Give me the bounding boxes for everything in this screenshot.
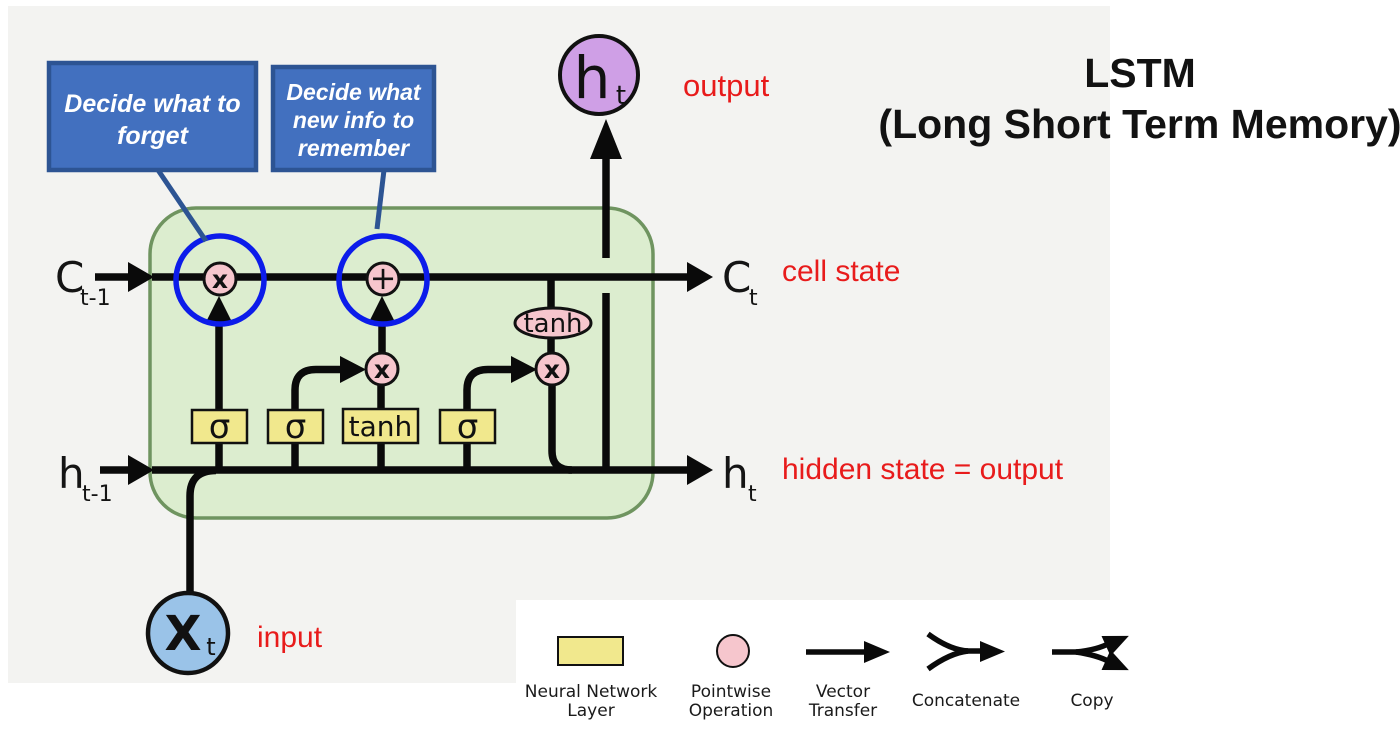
legend-layer-label-line1: Neural Network [525, 682, 658, 702]
legend-concat-upper-curve [926, 631, 969, 654]
output-multiply-symbol: x [544, 355, 560, 384]
forget-callout-line1: Decide what to [64, 90, 240, 118]
output-gate-arrowhead [511, 356, 537, 383]
diagram-background-panel-lower [8, 600, 516, 683]
cell-state-out-arrowhead [687, 262, 713, 292]
legend-concat-arrowhead [980, 641, 1005, 662]
legend-layer-label-line2: Layer [567, 701, 614, 721]
output-gate-curve [463, 365, 511, 470]
add-symbol: + [370, 259, 397, 297]
cell-in-label: C [55, 253, 84, 302]
forget-riser-arrowhead [206, 296, 232, 322]
output-multiply-down-line [548, 385, 573, 474]
input-gate-box [266, 408, 325, 445]
legend-copy-label: Copy [1070, 691, 1113, 711]
input-gate-label: σ [285, 407, 307, 447]
cell-state-annotation: cell state [782, 255, 900, 288]
output-node-arrowhead [590, 119, 622, 159]
input-multiply-symbol: x [374, 355, 390, 384]
input-gate-curve [291, 365, 340, 470]
output-annotation: output [683, 68, 770, 103]
hidden-state-out-arrowhead [687, 455, 713, 485]
remember-callout-line3: remember [298, 135, 410, 161]
input-annotation: input [257, 621, 323, 654]
legend-vector-arrowhead [864, 641, 890, 663]
input-node-sub: t [206, 633, 215, 661]
slide-title-line1: LSTM [1084, 50, 1196, 96]
output-multiply-op [534, 351, 570, 387]
add-op [365, 261, 401, 297]
output-node-main: h [574, 44, 611, 112]
input-gate-arrowhead [340, 356, 366, 383]
legend-pointwise-swatch [716, 634, 750, 668]
add-riser-arrowhead [369, 296, 395, 322]
hidden-out-sub: t [748, 482, 757, 507]
output-node-circle [558, 34, 640, 116]
forget-callout-line2: forget [117, 122, 190, 150]
input-multiply-op [364, 351, 400, 387]
hidden-in-sub: t-1 [82, 482, 113, 507]
input-node-circle [145, 590, 231, 676]
forget-multiply-op [202, 261, 238, 297]
legend-copy-lower-arrowhead [1101, 649, 1129, 671]
forget-callout-connector [155, 168, 209, 243]
forget-gate-label: σ [209, 407, 231, 447]
hidden-in-label: h [58, 449, 85, 498]
input-line [186, 466, 217, 594]
remember-callout-box [270, 64, 437, 173]
legend: Neural Network Layer Pointwise Operation… [525, 631, 1129, 721]
cell-out-sub: t [749, 286, 758, 311]
remember-callout-line2: new info to [293, 107, 414, 133]
tanh-activation-ellipse [513, 306, 593, 340]
candidate-layer-label: tanh [349, 410, 413, 443]
cell-in-sub: t-1 [80, 286, 111, 311]
output-gate-box [438, 408, 497, 445]
cell-out-label: C [722, 253, 751, 302]
legend-pointwise-label-line2: Operation [689, 701, 774, 721]
hidden-state-in-arrowhead [128, 455, 154, 485]
forget-highlight-ring [173, 233, 267, 327]
hidden-out-label: h [722, 449, 749, 498]
remember-highlight-ring [336, 233, 430, 327]
tanh-activation-label: tanh [523, 309, 582, 339]
forget-callout-box [46, 60, 259, 173]
forget-multiply-symbol: x [212, 265, 228, 294]
legend-copy-lower-curve [1075, 649, 1112, 665]
forget-gate-box [190, 408, 249, 445]
output-gate-label: σ [457, 407, 479, 447]
legend-layer-swatch [557, 636, 624, 666]
legend-concat-lower-curve [926, 648, 969, 672]
remember-callout-connector [374, 169, 387, 230]
output-node-sub: t [616, 81, 626, 111]
cell-state-in-arrowhead [128, 262, 154, 292]
remember-callout-line1: Decide what [286, 79, 422, 105]
legend-vector-label-line1: Vector [816, 682, 870, 702]
input-node-main: X [164, 606, 201, 662]
candidate-layer-box [341, 407, 420, 445]
hidden-state-annotation: hidden state = output [782, 453, 1064, 486]
legend-vector-label-line2: Transfer [808, 701, 877, 721]
slide-title-line2: (Long Short Term Memory) [878, 101, 1400, 147]
legend-concat-label: Concatenate [912, 691, 1020, 711]
legend-copy-upper-arrowhead [1101, 635, 1129, 657]
legend-pointwise-label-line1: Pointwise [691, 682, 771, 702]
